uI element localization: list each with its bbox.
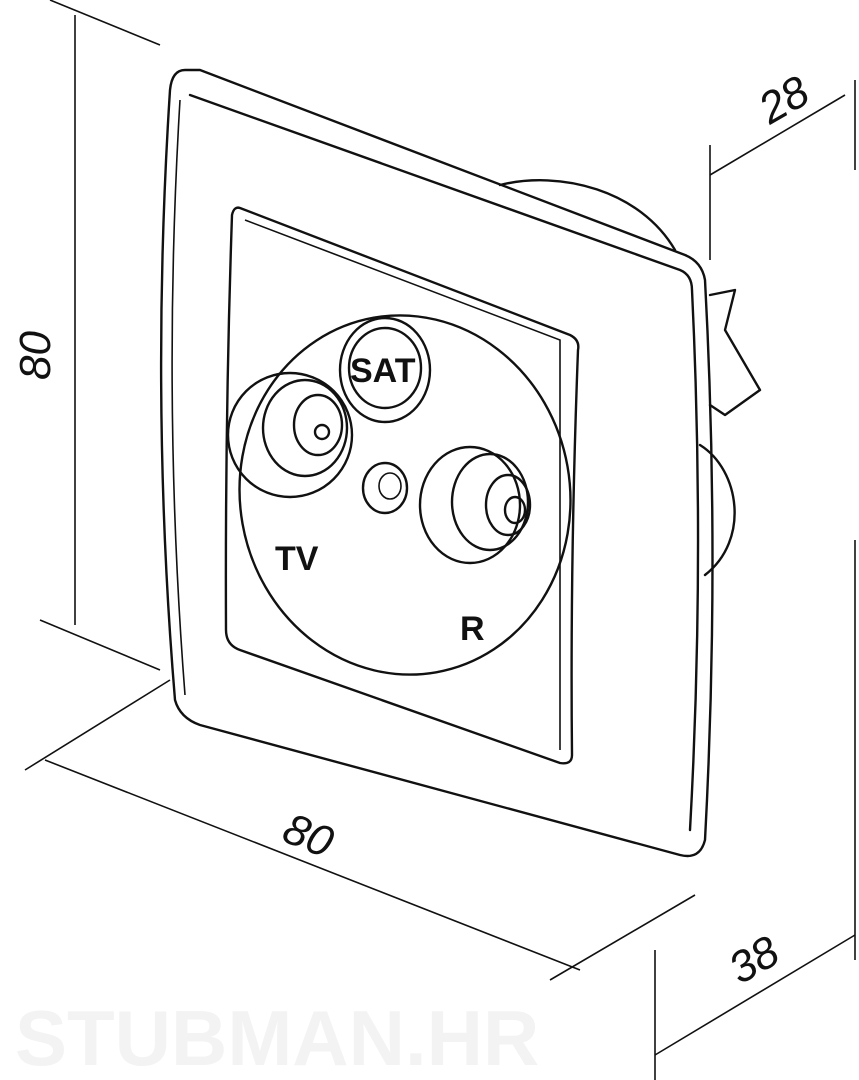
width-value: 80: [276, 804, 340, 868]
dimension-depth-top: 28: [709, 66, 856, 260]
mounting-box: [498, 179, 762, 577]
inner-plate: [224, 206, 580, 765]
height-value: 80: [11, 331, 60, 380]
sat-connector: SAT: [338, 316, 432, 424]
round-insert: [238, 314, 572, 676]
depth-top-value: 28: [750, 66, 818, 134]
tv-label: TV: [275, 540, 319, 578]
radio-label: R: [460, 610, 485, 648]
tv-connector: TV: [226, 371, 354, 578]
radio-connector: R: [418, 445, 532, 648]
watermark: STUBMAN.HR: [15, 994, 539, 1080]
depth-bottom-value: 38: [721, 926, 788, 993]
center-screw: [361, 461, 409, 515]
sat-label: SAT: [350, 352, 416, 390]
dimension-height: 80: [11, 0, 161, 671]
dimension-depth-bottom: 38: [654, 540, 856, 1080]
outer-frame: [159, 68, 714, 858]
dimension-width: 80: [24, 679, 696, 981]
